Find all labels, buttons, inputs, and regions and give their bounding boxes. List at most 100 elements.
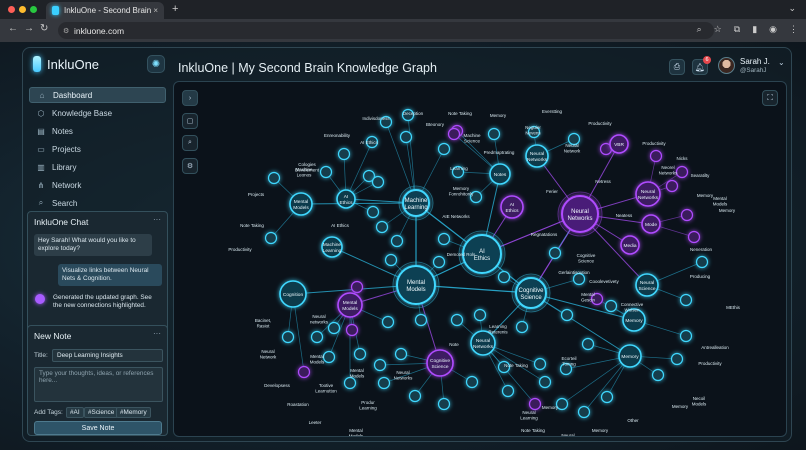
graph-hub-ring[interactable] — [458, 230, 506, 278]
graph-node-dot[interactable] — [267, 171, 281, 185]
graph-node-dot[interactable] — [581, 337, 595, 351]
graph-node[interactable] — [337, 292, 363, 318]
graph-node-dot[interactable] — [572, 272, 586, 286]
maximize-window-button[interactable] — [30, 6, 37, 13]
graph-node-dot[interactable] — [401, 108, 415, 122]
graph-node-dot[interactable] — [473, 308, 487, 322]
graph-node[interactable] — [620, 235, 640, 255]
fullscreen-icon[interactable]: ⛶ — [762, 90, 778, 106]
graph-node-dot[interactable] — [560, 308, 574, 322]
graph-hub-ring[interactable] — [511, 273, 551, 313]
graph-node-dot[interactable] — [414, 313, 428, 327]
url-bar[interactable]: ⚙ inkluone.com — [58, 22, 714, 39]
graph-node-dot[interactable] — [264, 231, 278, 245]
graph-node-dot[interactable] — [371, 175, 385, 189]
graph-node-dot[interactable] — [528, 397, 542, 411]
avatar[interactable] — [718, 57, 735, 74]
graph-node-dot[interactable] — [310, 330, 324, 344]
user-menu-chevron-icon[interactable]: ⌄ — [778, 58, 785, 67]
sidebar-item-search[interactable]: ⌕ Search — [29, 195, 166, 211]
tab-list-chevron-icon[interactable]: ⌄ — [788, 3, 796, 13]
back-icon[interactable]: ← — [8, 23, 18, 34]
graph-node-dot[interactable] — [408, 389, 422, 403]
graph-node-dot[interactable] — [399, 130, 413, 144]
forward-icon[interactable]: → — [24, 23, 34, 34]
graph-node-dot[interactable] — [679, 293, 693, 307]
graph-node-dot[interactable] — [297, 365, 311, 379]
graph-node-dot[interactable] — [450, 313, 464, 327]
graph-node-dot[interactable] — [375, 220, 389, 234]
export-icon[interactable]: ⎙ — [669, 59, 685, 75]
graph-node-dot[interactable] — [559, 362, 573, 376]
user-name[interactable]: Sarah J. — [740, 57, 770, 66]
save-note-button[interactable]: Save Note — [34, 421, 162, 435]
graph-svg[interactable]: MentalModelsAIEthicsMachineLearningCogni… — [174, 82, 787, 437]
sidebar-toggle-icon[interactable]: ▮ — [752, 24, 758, 34]
sidebar-item-library[interactable]: ▥ Library — [29, 159, 166, 175]
graph-node-dot[interactable] — [437, 397, 451, 411]
graph-hub-ring[interactable] — [398, 185, 434, 221]
graph-node-dot[interactable] — [590, 292, 604, 306]
zoom-search-icon[interactable]: ⌕ — [182, 135, 198, 151]
graph-node-dot[interactable] — [695, 255, 709, 269]
tag-chip[interactable]: #AI — [66, 407, 84, 418]
reload-icon[interactable]: ↻ — [40, 23, 49, 34]
graph-node-dot[interactable] — [555, 397, 569, 411]
tab-close-icon[interactable]: × — [153, 6, 158, 15]
tag-chip[interactable]: #Science — [84, 407, 119, 418]
graph-node-dot[interactable] — [353, 347, 367, 361]
settings-gear-icon[interactable]: ⚙ — [182, 158, 198, 174]
graph-node[interactable] — [609, 134, 629, 154]
layers-icon[interactable]: ▢ — [182, 113, 198, 129]
graph-hub-ring[interactable] — [557, 191, 603, 237]
brain-icon[interactable]: ✺ — [147, 55, 165, 73]
graph-node-dot[interactable] — [365, 135, 379, 149]
graph-node-dot[interactable] — [533, 357, 547, 371]
graph-node-dot[interactable] — [679, 329, 693, 343]
graph-hub[interactable] — [402, 189, 430, 217]
graph-node-dot[interactable] — [600, 390, 614, 404]
site-info-icon[interactable]: ⚙ — [63, 27, 70, 35]
graph-node-dot[interactable] — [469, 190, 483, 204]
graph-hub-ring[interactable] — [392, 261, 440, 309]
graph-node-dot[interactable] — [680, 208, 694, 222]
graph-node-dot[interactable] — [538, 375, 552, 389]
notifications-bell-icon[interactable]: 🔔︎6 — [692, 56, 711, 75]
extensions-icon[interactable]: ⧉ — [733, 24, 741, 34]
new-note-more-icon[interactable]: ··· — [153, 329, 161, 338]
graph-node-dot[interactable] — [432, 255, 446, 269]
note-title-input[interactable]: Deep Learning Insights — [52, 349, 163, 362]
graph-hub[interactable] — [515, 277, 547, 309]
graph-node-dot[interactable] — [670, 352, 684, 366]
bookmark-star-icon[interactable]: ☆ — [713, 24, 722, 34]
graph-node-dot[interactable] — [343, 376, 357, 390]
graph-node[interactable] — [500, 195, 524, 219]
graph-hub[interactable] — [396, 265, 436, 305]
profile-icon[interactable]: ◉ — [769, 24, 777, 34]
graph-node[interactable] — [426, 349, 454, 377]
graph-node-dot[interactable] — [487, 127, 501, 141]
graph-node-dot[interactable] — [390, 234, 404, 248]
graph-node-dot[interactable] — [373, 358, 387, 372]
sidebar-item-dashboard[interactable]: ⌂ Dashboard — [29, 87, 166, 103]
sidebar-item-network[interactable]: ⋔ Network — [29, 177, 166, 193]
chat-more-icon[interactable]: ··· — [153, 215, 161, 224]
graph-node-dot[interactable] — [567, 132, 581, 146]
graph-node-dot[interactable] — [384, 253, 398, 267]
graph-node-dot[interactable] — [379, 115, 393, 129]
graph-node-dot[interactable] — [337, 147, 351, 161]
graph-node[interactable] — [279, 280, 307, 308]
graph-node-dot[interactable] — [451, 165, 465, 179]
note-body-textarea[interactable]: Type your thoughts, ideas, or references… — [34, 367, 163, 402]
tag-chip[interactable]: #Memory — [116, 407, 151, 418]
graph-node-dot[interactable] — [497, 270, 511, 284]
graph-node[interactable] — [321, 236, 343, 258]
graph-node-dot[interactable] — [527, 125, 541, 139]
graph-node-dot[interactable] — [437, 232, 451, 246]
graph-node[interactable] — [525, 144, 549, 168]
graph-node[interactable] — [635, 273, 659, 297]
graph-node-dot[interactable] — [604, 299, 618, 313]
graph-node-dot[interactable] — [381, 315, 395, 329]
graph-node[interactable] — [635, 181, 661, 207]
graph-node-dot[interactable] — [350, 280, 364, 294]
